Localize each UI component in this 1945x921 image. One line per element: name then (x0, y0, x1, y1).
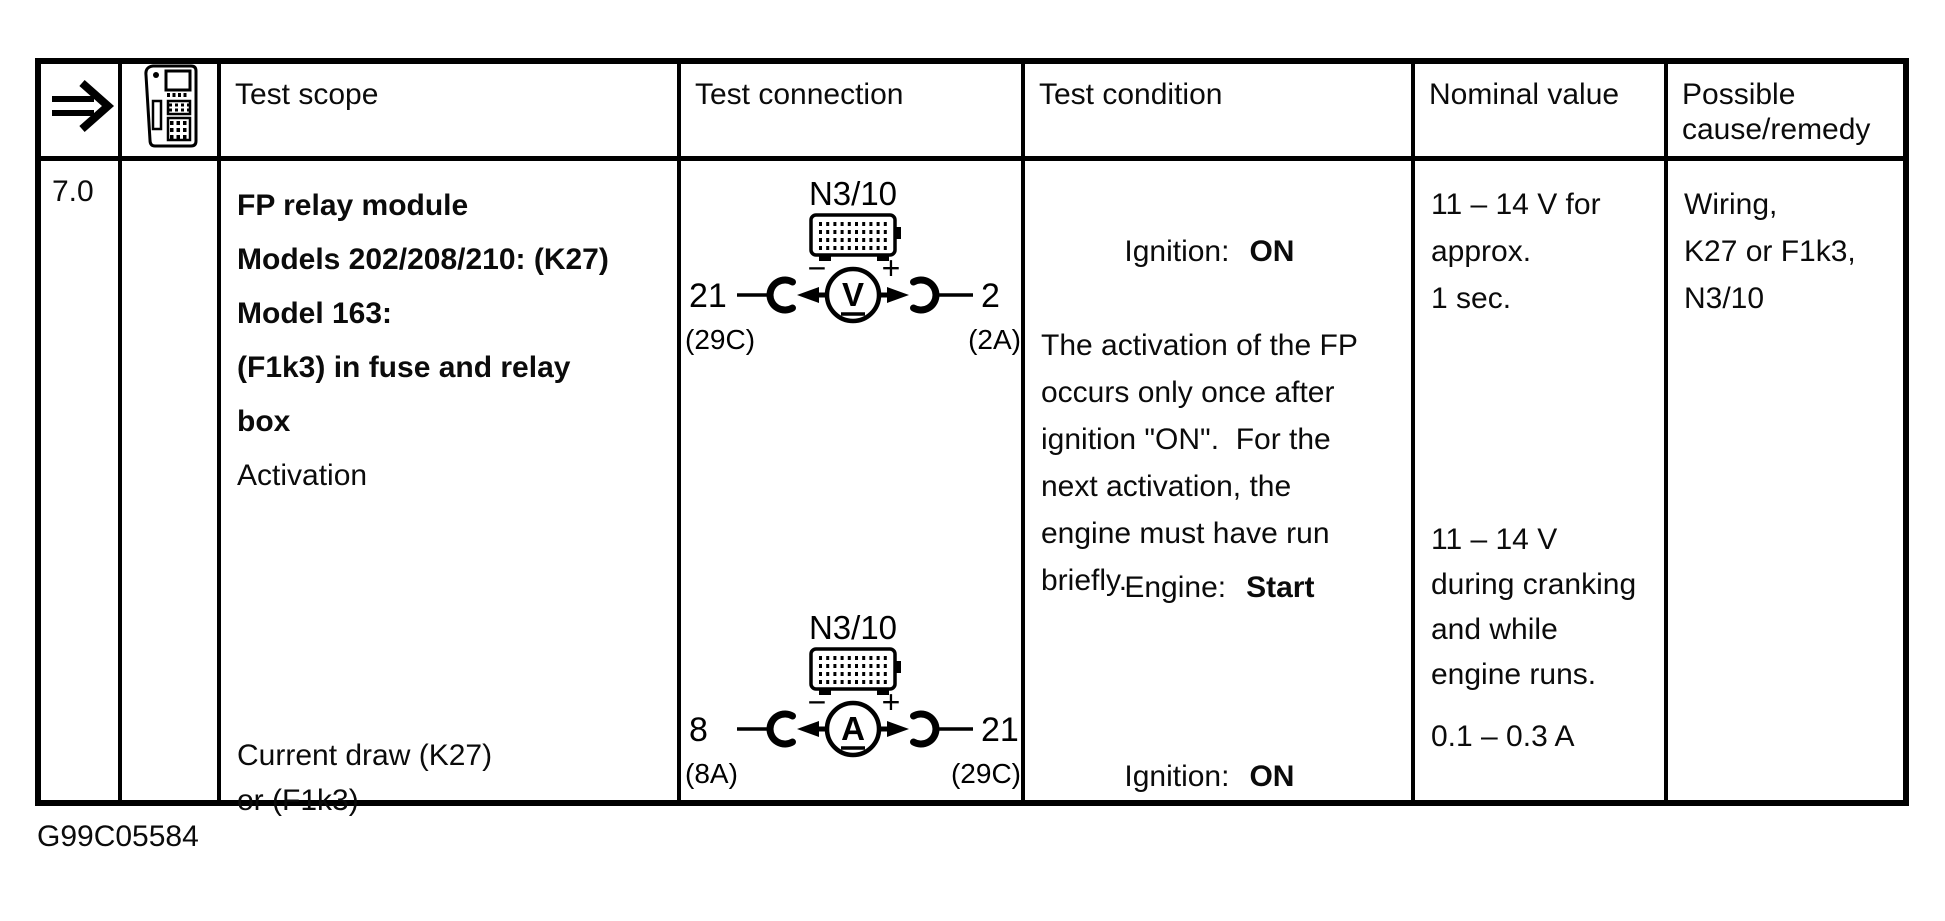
condition-line: Ignition: ON (1041, 181, 1405, 322)
cell-nominal-value: 11 – 14 V for approx. 1 sec. 11 – 14 V d… (1415, 161, 1668, 800)
condition-label: Engine: (1124, 571, 1227, 604)
column-header-label: Nominal value (1429, 78, 1620, 111)
handheld-tester-icon (141, 63, 199, 157)
condition-label: Ignition: (1124, 760, 1230, 793)
plus-sign: + (882, 684, 901, 720)
module-label: N3/10 (809, 611, 897, 646)
voltmeter-icon: − V + (797, 250, 909, 324)
nominal-line: and while (1431, 613, 1558, 646)
column-header-label: Test connection (695, 78, 904, 111)
scope-current-draw-block: Current draw (K27) or (F1k3) (237, 733, 671, 823)
right-socket-label: (29C) (951, 758, 1021, 789)
nominal-line: approx. (1431, 235, 1532, 268)
cell-tester-column (122, 161, 221, 800)
diagnostic-table: Test scope Test connection Test conditio… (35, 58, 1909, 817)
nominal-block-3: 0.1 – 0.3 A (1431, 713, 1658, 760)
connector-module-icon (809, 647, 901, 695)
header-cell-test-scope: Test scope (221, 64, 681, 161)
column-header-label: Test condition (1039, 78, 1223, 111)
nominal-block-2: 11 – 14 V during cranking and while engi… (1431, 517, 1658, 697)
left-socket-label: (29C) (685, 324, 755, 355)
nominal-line: 11 – 14 V (1431, 523, 1558, 556)
scope-main-block: FP relay module Models 202/208/210: (K27… (237, 179, 671, 503)
condition-line: Engine: Start (1041, 517, 1405, 658)
step-number: 7.0 (52, 175, 94, 208)
nominal-line: during cranking (1431, 568, 1637, 601)
header-cell-possible-cause: Possible cause/remedy (1668, 64, 1903, 161)
scope-line: Model 163: (237, 297, 393, 330)
cell-test-condition: Ignition: ON The activation of the FP occ… (1025, 161, 1415, 800)
figure-code: G99C05584 (37, 820, 199, 853)
right-socket-label: (2A) (968, 324, 1021, 355)
double-arrow-right-icon (44, 73, 116, 147)
nominal-line: 11 – 14 V for (1431, 188, 1601, 221)
cause-block: Wiring, K27 or F1k3, N3/10 (1684, 181, 1897, 322)
header-cell-pointer (41, 64, 122, 161)
condition-line: next activation, the (1041, 470, 1292, 503)
header-cell-tester (122, 64, 221, 161)
condition-block-3: Ignition: ON (1041, 706, 1405, 847)
right-pin-number: 2 (981, 277, 1000, 315)
right-pin-number: 21 (981, 711, 1019, 749)
minus-sign: − (808, 250, 827, 286)
condition-line: engine must have run (1041, 517, 1330, 550)
condition-value: ON (1249, 760, 1295, 793)
module-label: N3/10 (809, 177, 897, 212)
condition-line: Ignition: ON (1041, 706, 1405, 847)
cause-line: N3/10 (1684, 282, 1765, 315)
connector-module-icon (809, 213, 901, 261)
right-socket-terminal-icon (910, 710, 940, 748)
left-socket-terminal-icon (766, 710, 796, 748)
condition-label: Ignition: (1124, 235, 1230, 268)
scope-line: Models 202/208/210: (K27) (237, 243, 609, 276)
condition-value: Start (1246, 571, 1315, 604)
condition-line: ignition "ON". For the (1041, 423, 1331, 456)
cell-step: 7.0 (41, 161, 122, 800)
cause-line: K27 or F1k3, (1684, 235, 1856, 268)
condition-line: briefly. (1041, 564, 1128, 597)
left-pin-number: 21 (689, 277, 727, 315)
scope-line: Current draw (K27) (237, 739, 493, 772)
current-test-diagram: N3/10 8 (681, 609, 1025, 794)
left-socket-label: (8A) (685, 758, 738, 789)
header-cell-test-condition: Test condition (1025, 64, 1415, 161)
scope-line: FP relay module (237, 189, 469, 222)
nominal-block-1: 11 – 14 V for approx. 1 sec. (1431, 181, 1658, 322)
left-socket-terminal-icon (766, 276, 796, 314)
scope-line: or (F1k3) (237, 784, 359, 817)
condition-block-2: Engine: Start (1041, 517, 1405, 658)
right-socket-terminal-icon (910, 276, 940, 314)
condition-line: occurs only once after (1041, 376, 1335, 409)
nominal-line: 1 sec. (1431, 282, 1512, 315)
cell-test-connection: N3/10 21 (681, 161, 1025, 800)
minus-sign: − (808, 684, 827, 720)
condition-value: ON (1249, 235, 1295, 268)
condition-line: The activation of the FP (1041, 329, 1358, 362)
voltage-test-diagram: N3/10 21 (681, 175, 1025, 360)
header-cell-test-connection: Test connection (681, 64, 1025, 161)
meter-letter: A (841, 710, 865, 747)
scope-line: box (237, 405, 291, 438)
column-header-label: Possible cause/remedy (1682, 78, 1871, 146)
scope-line: (F1k3) in fuse and relay (237, 351, 571, 384)
ammeter-icon: − A + (797, 684, 909, 758)
nominal-line: engine runs. (1431, 658, 1597, 691)
plus-sign: + (882, 250, 901, 286)
cause-line: Wiring, (1684, 188, 1778, 221)
scope-line: Activation (237, 459, 368, 492)
cell-possible-cause: Wiring, K27 or F1k3, N3/10 (1668, 161, 1903, 800)
condition-block-1: Ignition: ON The activation of the FP occ… (1041, 181, 1405, 604)
column-header-label: Test scope (235, 78, 379, 111)
nominal-line: 0.1 – 0.3 A (1431, 720, 1575, 753)
cell-test-scope: FP relay module Models 202/208/210: (K27… (221, 161, 681, 817)
header-cell-nominal-value: Nominal value (1415, 64, 1668, 161)
meter-letter: V (842, 276, 864, 313)
left-pin-number: 8 (689, 711, 708, 749)
